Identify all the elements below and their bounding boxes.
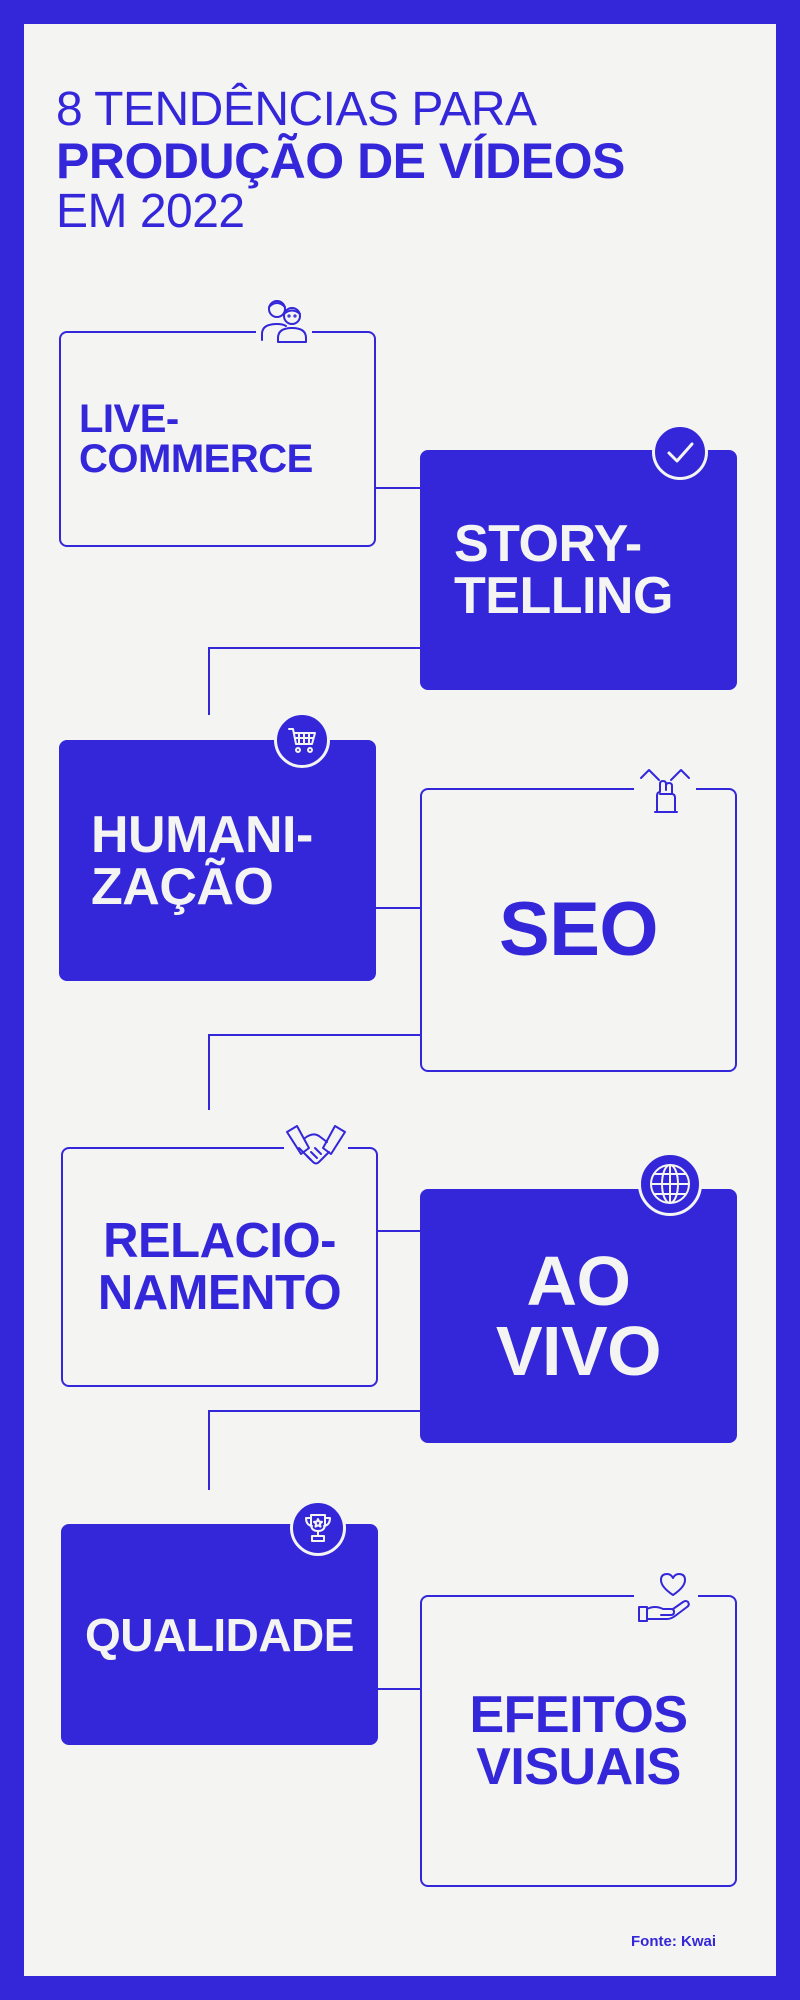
connector-line (208, 1410, 210, 1490)
trend-card-label: QUALIDADE (85, 1608, 354, 1661)
people-icon (256, 292, 312, 348)
trend-card-relacionamento: RELACIO- NAMENTO (61, 1147, 378, 1387)
trophy-icon (290, 1500, 346, 1556)
trend-card-label: LIVE- COMMERCE (79, 397, 313, 481)
connector-line (208, 1034, 420, 1036)
source-credit: Fonte: Kwai (631, 1933, 716, 1950)
trend-card-label: RELACIO- NAMENTO (97, 1214, 342, 1320)
connector-line (378, 1688, 420, 1690)
title-line-3: EM 2022 (56, 185, 245, 238)
connector-line (378, 1230, 420, 1232)
heart-hand-icon (634, 1566, 698, 1630)
connector-line (208, 1034, 210, 1110)
trend-card-efeitos-visuais: EFEITOS VISUAIS (420, 1595, 737, 1887)
shopping-cart-icon (274, 712, 330, 768)
trend-card-ao-vivo: AO VIVO (420, 1189, 737, 1443)
trend-card-qualidade: QUALIDADE (61, 1524, 378, 1745)
connector-line (376, 487, 420, 489)
infographic-title: 8 TENDÊNCIAS PARA PRODUÇÃO DE VÍDEOS EM … (56, 86, 625, 236)
trend-card-storytelling: STORY- TELLING (420, 450, 737, 690)
handshake-icon (284, 1118, 348, 1176)
title-line-2: PRODUÇÃO DE VÍDEOS (56, 133, 625, 189)
trend-card-label: STORY- TELLING (454, 515, 673, 625)
trend-card-seo: SEO (420, 788, 737, 1072)
trend-card-label: AO VIVO (495, 1242, 662, 1390)
trend-card-label: EFEITOS VISUAIS (469, 1686, 688, 1796)
connector-line (208, 1410, 420, 1412)
trend-card-humanizacao: HUMANI- ZAÇÃO (59, 740, 376, 981)
trend-card-label: HUMANI- ZAÇÃO (91, 805, 313, 916)
checkmark-icon (652, 424, 708, 480)
connector-line (208, 647, 210, 715)
teamwork-hands-icon (634, 759, 696, 821)
connector-line (208, 647, 420, 649)
trend-card-label: SEO (499, 887, 659, 972)
title-line-1: 8 TENDÊNCIAS PARA (56, 83, 537, 136)
globe-icon (638, 1152, 702, 1216)
trend-card-live-commerce: LIVE- COMMERCE (59, 331, 376, 547)
infographic-canvas: 8 TENDÊNCIAS PARA PRODUÇÃO DE VÍDEOS EM … (24, 24, 776, 1976)
connector-line (376, 907, 420, 909)
